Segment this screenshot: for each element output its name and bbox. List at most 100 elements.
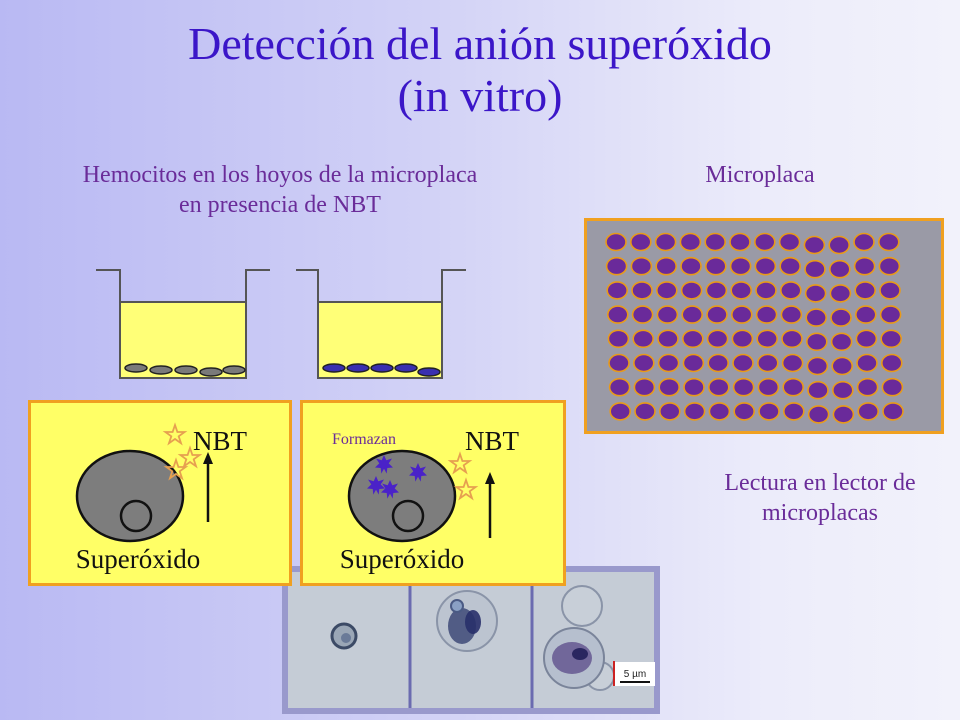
formazan-label: Formazan <box>332 431 396 448</box>
microplate-well <box>807 380 829 400</box>
microplate-well <box>879 305 902 324</box>
microplate-well <box>857 402 880 421</box>
microplate-well <box>632 329 655 349</box>
hemocyte-nucleus <box>119 499 153 533</box>
microplate-well <box>706 329 729 349</box>
well-control <box>96 269 270 379</box>
microplate-well <box>657 353 680 373</box>
microplate-well <box>605 232 627 252</box>
microplate-well <box>730 281 752 300</box>
microplate-well <box>830 308 852 327</box>
microplate-well <box>831 380 854 400</box>
microplate-well <box>679 232 702 252</box>
microplate-well <box>879 281 901 300</box>
microplate-well <box>754 232 776 252</box>
superoxide-stars <box>447 451 479 501</box>
microplate-well <box>631 305 654 324</box>
microplate-well <box>629 232 652 252</box>
microplate-caption: Microplaca <box>705 162 815 188</box>
microplate-well <box>657 329 679 349</box>
microplate-well <box>605 256 628 276</box>
microplate-well <box>609 402 632 421</box>
microplate-frame <box>584 218 944 434</box>
microplate-well <box>683 377 705 397</box>
microplate-well <box>708 402 731 421</box>
microplate-well <box>805 308 827 327</box>
microplate-well <box>683 402 706 421</box>
microplate-well <box>705 256 727 276</box>
microplate-well <box>856 377 879 397</box>
title-line-2: (in vitro) <box>397 70 563 121</box>
microplate-well <box>829 284 852 303</box>
superoxide-label: Superóxido <box>76 544 201 574</box>
nbt-label: NBT <box>465 426 520 456</box>
microplate-well <box>803 235 826 255</box>
microplate-well <box>853 256 876 276</box>
nbt-label: NBT <box>193 426 248 456</box>
microplate-well <box>631 281 653 300</box>
formazan-crystals <box>367 455 427 499</box>
microplate-well <box>780 281 802 300</box>
microplate-well <box>731 329 754 349</box>
microplate-well <box>828 235 850 255</box>
microplate-well <box>757 353 779 373</box>
microplate-well <box>756 329 778 349</box>
microplate-well <box>829 259 851 279</box>
microplate-well <box>682 329 704 349</box>
title-line-1: Detección del anión superóxido <box>188 18 772 69</box>
microplate-well <box>680 281 703 300</box>
microplate-well <box>732 353 754 373</box>
microplate-well <box>854 305 877 324</box>
microplate-well <box>830 332 853 352</box>
microplate-well <box>779 256 801 276</box>
microplate-well <box>680 256 702 276</box>
microplate-well <box>855 329 878 349</box>
microplate-well <box>755 281 777 300</box>
panel-formazan: Formazan NBT Superóxido <box>300 400 566 586</box>
microplate-well <box>608 377 631 397</box>
hemocyte-unstained <box>330 622 358 650</box>
microplate-well <box>634 402 656 421</box>
superoxide-label: Superóxido <box>340 544 465 574</box>
microplate-well <box>733 402 755 421</box>
microplate-well <box>782 377 804 397</box>
microplate-well <box>804 259 826 279</box>
microplate-well <box>681 305 703 324</box>
microplate-well <box>630 256 653 276</box>
hemocyte-formazan <box>543 585 615 691</box>
microplate-well <box>831 356 854 376</box>
microplate-well <box>655 256 677 276</box>
microplate-well <box>606 281 629 300</box>
arrow-up-icon <box>485 472 495 484</box>
microplate-well <box>732 377 755 397</box>
microplate-well <box>878 256 901 276</box>
microplate-well <box>654 232 677 252</box>
microplate-well <box>781 329 803 349</box>
microplate-well <box>706 305 728 324</box>
microplate-well <box>708 377 730 397</box>
scale-bar-label: 5 µm <box>624 669 646 680</box>
microplate-well <box>804 284 827 303</box>
microplate-well <box>755 305 778 324</box>
panel-no-formazan: NBT Superóxido <box>28 400 292 586</box>
microplate-well <box>780 305 803 324</box>
microplate-well <box>757 377 780 397</box>
hemocyte-partial-formazan <box>436 590 498 652</box>
microplate-well <box>606 305 629 324</box>
microplate-wells <box>605 232 904 424</box>
microplate-well <box>778 232 801 252</box>
microplate-well <box>729 256 752 276</box>
hemocyte-cell <box>75 449 185 543</box>
microplate-well <box>632 353 655 373</box>
micrograph: 5 µm <box>282 566 660 714</box>
superoxide-stars <box>162 422 203 481</box>
microplate-well <box>806 332 828 352</box>
reader-caption: Lectura en lector de microplacas <box>724 470 916 526</box>
microplate-well <box>658 377 680 397</box>
microplate-well <box>754 256 777 276</box>
microplate-well <box>731 305 753 324</box>
slide-title: Detección del anión superóxido (in vitro… <box>0 18 960 122</box>
hemocyte-cell <box>347 449 457 543</box>
microplate-well <box>704 232 726 252</box>
microplate-well <box>807 405 830 424</box>
